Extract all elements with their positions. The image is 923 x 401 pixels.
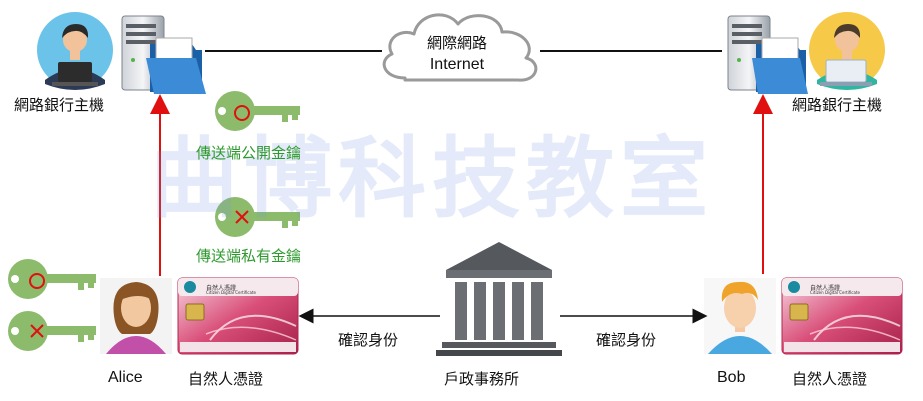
left-server-label: 網路銀行主機	[14, 96, 105, 114]
government-office-icon	[436, 242, 562, 356]
bob-avatar	[704, 278, 776, 354]
bob-card-label: 自然人憑證	[792, 370, 868, 388]
verify-label-right: 確認身份	[596, 331, 657, 349]
verify-label-left: 確認身份	[338, 331, 399, 349]
cloud-label-zh: 網際網路	[426, 34, 487, 52]
key-private-icon-top	[215, 197, 300, 237]
key-private-icon-alice	[8, 311, 96, 351]
bank-server-icon-right	[727, 15, 808, 94]
bank-server-icon-left	[121, 15, 206, 94]
alice-name: Alice	[108, 369, 143, 386]
card-title-bob: 自然人憑證	[810, 285, 841, 292]
cloud-label-en: Internet	[429, 56, 485, 73]
person-laptop-icon-left	[37, 12, 113, 90]
card-subtitle-bob: Citizen Digital Certificate	[810, 290, 860, 295]
certificate-card-alice	[177, 277, 299, 355]
card-subtitle-alice: Citizen Digital Certificate	[206, 290, 256, 295]
public-key-label: 傳送端公開金鑰	[196, 144, 302, 162]
cloud-label: 網際網路 Internet	[382, 32, 532, 76]
key-public-icon-top	[215, 91, 300, 131]
office-label: 戶政事務所	[444, 370, 520, 388]
card-title-alice: 自然人憑證	[206, 285, 237, 292]
right-server-label: 網路銀行主機	[792, 96, 883, 114]
cloud-icon	[382, 13, 538, 82]
private-key-label: 傳送端私有金鑰	[196, 247, 302, 265]
alice-card-label: 自然人憑證	[188, 370, 264, 388]
alice-avatar	[100, 278, 172, 354]
certificate-card-bob	[781, 277, 903, 355]
watermark-text: 曲博科技教室	[150, 126, 715, 230]
key-public-icon-alice	[8, 259, 96, 299]
bob-name: Bob	[717, 369, 746, 386]
person-laptop-icon-right	[809, 12, 885, 90]
